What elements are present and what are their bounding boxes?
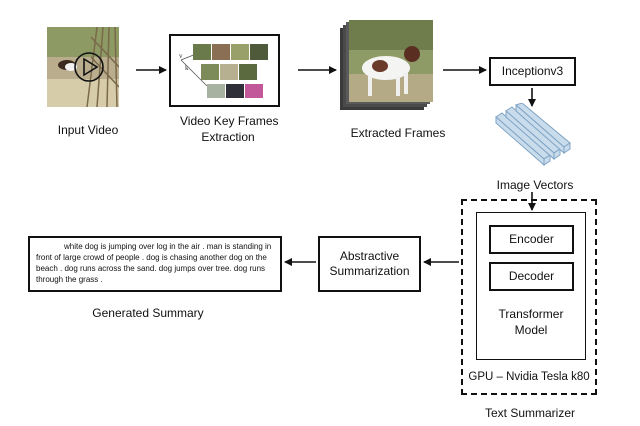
keyframes-illustration: v k <box>179 44 268 98</box>
svg-text:k: k <box>185 64 189 72</box>
extracted-frames-stack[interactable] <box>340 20 436 112</box>
keyframes-label-line1: Video Key Frames <box>180 114 279 128</box>
vector-bar <box>515 103 571 155</box>
abstractive-label-line1: Abstractive <box>339 249 400 263</box>
abstractive-label-line2: Summarization <box>329 264 410 278</box>
svg-text:v: v <box>179 52 183 60</box>
generated-summary-label: Generated Summary <box>92 306 204 320</box>
image-vectors-icon[interactable] <box>492 103 572 175</box>
inceptionv3-box[interactable]: Inceptionv3 <box>489 57 576 86</box>
play-icon <box>74 52 104 82</box>
keyframes-label-line2: Extraction <box>201 130 255 144</box>
input-video-thumbnail[interactable] <box>47 27 119 107</box>
generated-summary-box: white dog is jumping over log in the air… <box>28 236 282 292</box>
decoder-box[interactable]: Decoder <box>489 262 574 291</box>
vector-bar <box>495 112 551 167</box>
transformer-label-line1: Transformer <box>498 307 564 321</box>
abstractive-summarization-box[interactable]: Abstractive Summarization <box>318 236 421 292</box>
keyframes-box[interactable]: v k <box>169 34 280 107</box>
extracted-frames-label: Extracted Frames <box>350 126 446 140</box>
transformer-label-line2: Model <box>514 323 548 337</box>
encoder-box[interactable]: Encoder <box>489 225 574 254</box>
text-summarizer-label: Text Summarizer <box>484 406 576 420</box>
input-video-label: Input Video <box>57 123 119 137</box>
image-vectors-label: Image Vectors <box>496 178 574 192</box>
gpu-label: GPU – Nvidia Tesla k80 <box>468 371 590 383</box>
text-summarizer-container <box>461 199 597 395</box>
vector-bar <box>505 106 561 161</box>
